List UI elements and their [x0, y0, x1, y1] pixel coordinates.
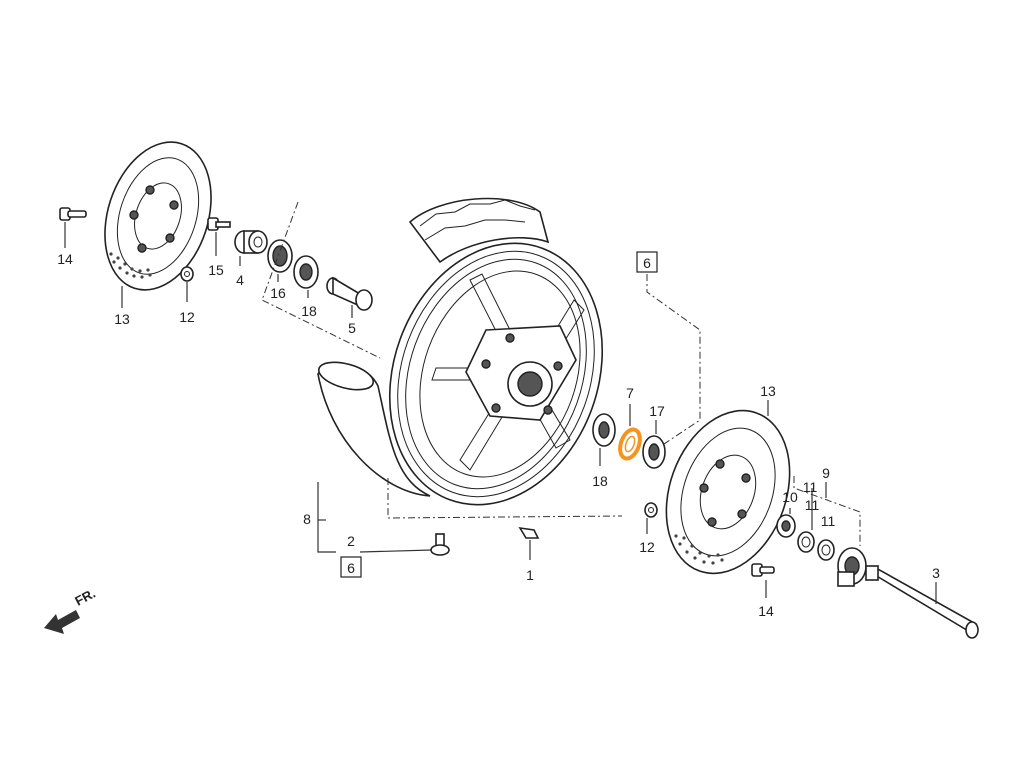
- callout-6-bottom: 6: [347, 560, 355, 576]
- nut-12-left[interactable]: [180, 266, 194, 282]
- disc-bolt-left[interactable]: [59, 207, 87, 221]
- highlighted-ring-7[interactable]: [616, 427, 643, 461]
- seal-11-b[interactable]: [817, 539, 835, 561]
- callout-14-left: 14: [57, 251, 73, 267]
- seal-11-a[interactable]: [797, 531, 815, 553]
- callout-12-right: 12: [639, 539, 655, 555]
- balance-weight-1[interactable]: [518, 526, 540, 539]
- distance-collar-5[interactable]: [326, 276, 373, 311]
- callout-17: 17: [649, 403, 665, 419]
- callout-7: 7: [626, 385, 634, 401]
- callout-box-6-top: [636, 251, 658, 273]
- nut-12-right[interactable]: [644, 502, 658, 518]
- callout-11-c: 11: [821, 513, 836, 529]
- collar-4[interactable]: [234, 230, 268, 254]
- callout-8: 8: [303, 511, 311, 527]
- bearing-18-left[interactable]: [293, 255, 319, 289]
- front-axle-3[interactable]: [865, 565, 979, 639]
- forward-direction-arrow-icon: [44, 610, 80, 634]
- callout-4: 4: [236, 272, 244, 288]
- speedometer-gearbox[interactable]: [837, 547, 867, 587]
- dust-seal-17[interactable]: [642, 435, 666, 469]
- callout-5: 5: [348, 320, 356, 336]
- callout-11-b: 11: [805, 497, 820, 513]
- callout-14-right: 14: [758, 603, 774, 619]
- direction-label: FR.: [72, 586, 98, 609]
- callout-10: 10: [782, 489, 798, 505]
- callout-15: 15: [208, 262, 224, 278]
- callout-11-a: 11: [803, 479, 818, 495]
- front-wheel-rim[interactable]: [316, 197, 638, 535]
- valve-15[interactable]: [207, 217, 231, 231]
- bearing-18-right[interactable]: [592, 413, 616, 447]
- callout-12-left: 12: [179, 309, 195, 325]
- valve-stem-2[interactable]: [430, 533, 450, 556]
- callout-3: 3: [932, 565, 940, 581]
- collar-10[interactable]: [776, 514, 796, 538]
- callout-16: 16: [270, 285, 286, 301]
- left-brake-disc[interactable]: [87, 128, 229, 303]
- callout-13-left: 13: [114, 311, 130, 327]
- disc-bolt-right[interactable]: [751, 563, 775, 577]
- callout-box-6-bottom: [340, 556, 362, 578]
- right-brake-disc[interactable]: [645, 393, 811, 591]
- callout-18-right: 18: [592, 473, 608, 489]
- dust-seal-16[interactable]: [267, 239, 293, 273]
- callout-13-right: 13: [760, 383, 776, 399]
- callout-2: 2: [347, 533, 355, 549]
- callout-1: 1: [526, 567, 534, 583]
- callout-9: 9: [822, 465, 830, 481]
- callout-18-left: 18: [301, 303, 317, 319]
- callout-6-top: 6: [643, 255, 651, 271]
